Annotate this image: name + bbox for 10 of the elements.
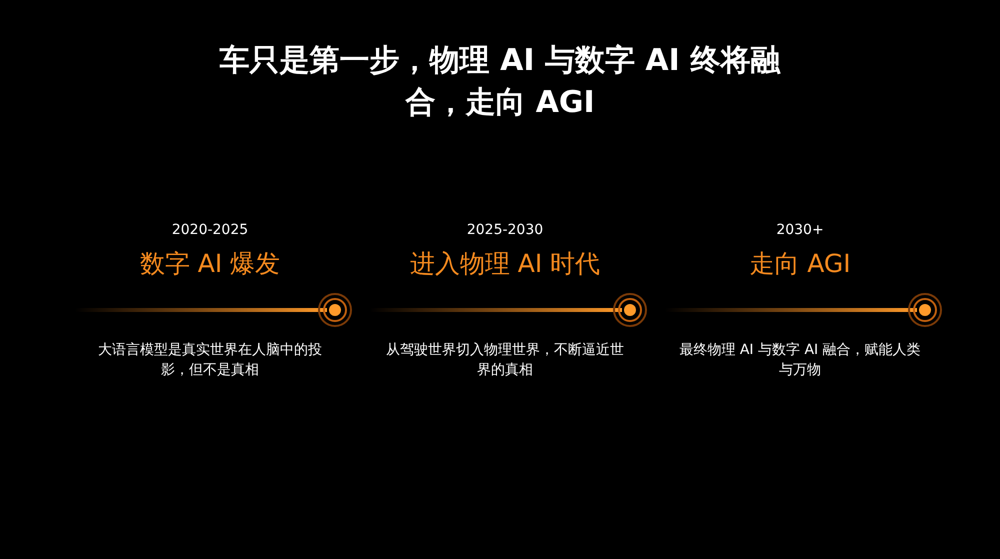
stage-heading: 进入物理 AI 时代 [408,248,602,280]
year-label: 2030+ [775,222,825,238]
stage-heading: 走向 AGI [748,248,852,280]
stage-description: 最终物理 AI 与数字 AI 融合，赋能人类与万物 [678,341,922,380]
year-label: 2020-2025 [170,222,250,238]
slide-title: 车只是第一步，物理 AI 与数字 AI 终将融合，走向 AGI [218,42,782,122]
stage-heading: 数字 AI 爆发 [138,248,282,280]
stage-description: 从驾驶世界切入物理世界，不断逼近世界的真相 [385,341,625,380]
stage-description: 大语言模型是真实世界在人脑中的投影，但不是真相 [97,341,323,380]
year-label: 2025-2030 [466,222,544,238]
